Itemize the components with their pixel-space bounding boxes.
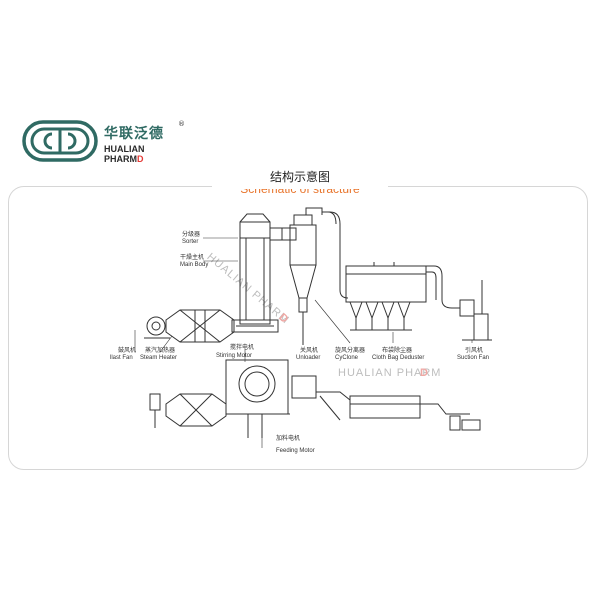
diagram-title-cn: 结构示意图: [269, 170, 330, 184]
brand-name-en-main: HUALIAN PHARM: [104, 144, 145, 164]
watermark-1-main: HUALIAN PHARM: [204, 251, 291, 327]
suction-fan: [459, 280, 492, 341]
watermark-2-accent: D: [420, 367, 428, 379]
label-deduster-en: Cloth Bag Deduster: [372, 355, 424, 361]
main-body-tower: [231, 213, 279, 333]
label-cloth-bag-deduster: 布袋除尘器 Cloth Bag Deduster: [372, 346, 424, 361]
cloth-bag-deduster: [345, 262, 427, 331]
label-blast-fan-en: llast Fan: [110, 355, 133, 361]
label-suction-fan: 引风机 Suction Fan: [457, 346, 489, 361]
label-blast-fan-cn: 鼓风机: [118, 346, 136, 354]
label-feeding-motor: 加料电机 Feeding Motor: [276, 434, 315, 454]
label-sorter-en: Sorter: [182, 239, 198, 245]
label-stirring-motor: 搅拌电机 Stirring Motor: [216, 343, 254, 359]
label-main-body: 干燥主机 Main Body: [180, 253, 208, 268]
label-main-body-en: Main Body: [180, 262, 208, 268]
label-cyclone-en: CyClone: [335, 355, 359, 361]
exhaust-duct: [426, 265, 460, 309]
label-main-body-cn: 干燥主机: [180, 253, 204, 261]
label-deduster-cn: 布袋除尘器: [382, 346, 412, 354]
label-suction-fan-cn: 引风机: [465, 346, 483, 354]
label-steam-heater-cn: 蒸汽加热器: [145, 346, 175, 354]
label-stirring-motor-en: Stirring Motor: [216, 353, 252, 359]
watermark-1: HUALIAN PHARM D: [204, 251, 291, 327]
watermark-2-main: HUALIAN PHARM: [338, 367, 441, 379]
sorter-duct: [270, 227, 297, 241]
label-unloader-cn: 关风机: [300, 346, 318, 354]
brand-name-en-accent: D: [137, 154, 144, 164]
feeding-conveyor: [316, 391, 481, 431]
frame-title-gap: [212, 184, 388, 189]
label-suction-fan-en: Suction Fan: [457, 355, 489, 361]
label-steam-heater: 蒸汽加热器 Steam Heater: [140, 346, 177, 361]
cyclone-separator: [289, 207, 323, 345]
label-feeding-motor-cn: 加料电机: [276, 434, 300, 442]
brand-name-cn: 华联泛德: [104, 126, 164, 142]
brand-logo: 华联泛德 ® HUALIAN PHARMD: [22, 120, 185, 166]
label-stirring-motor-cn: 搅拌电机: [230, 343, 254, 351]
watermark-2: HUALIAN PHARM D: [338, 367, 441, 379]
label-cyclone: 旋风分离器 CyClone: [335, 346, 365, 361]
brand-name-en: HUALIAN PHARMD: [104, 144, 182, 164]
label-sorter-cn: 分级器: [182, 230, 200, 238]
label-unloader: 关风机 Unloader: [296, 346, 320, 361]
leader-steam-heater: [159, 335, 173, 353]
label-blast-fan: 鼓风机 llast Fan: [110, 346, 136, 361]
blast-fan: [144, 316, 170, 339]
label-steam-heater-en: Steam Heater: [140, 355, 177, 361]
label-unloader-en: Unloader: [296, 355, 320, 361]
steam-heater: [165, 309, 235, 343]
registered-mark: ®: [178, 120, 185, 128]
label-cyclone-cn: 旋风分离器: [335, 346, 365, 354]
logo-mark-icon: [22, 120, 98, 162]
stirring-motor-unit: [225, 359, 317, 438]
label-feeding-motor-en: Feeding Motor: [276, 448, 315, 454]
leader-cyclone: [314, 299, 351, 344]
air-duct: [322, 211, 349, 299]
label-sorter: 分级器 Sorter: [182, 230, 200, 245]
lower-steam-heater: [149, 393, 227, 428]
